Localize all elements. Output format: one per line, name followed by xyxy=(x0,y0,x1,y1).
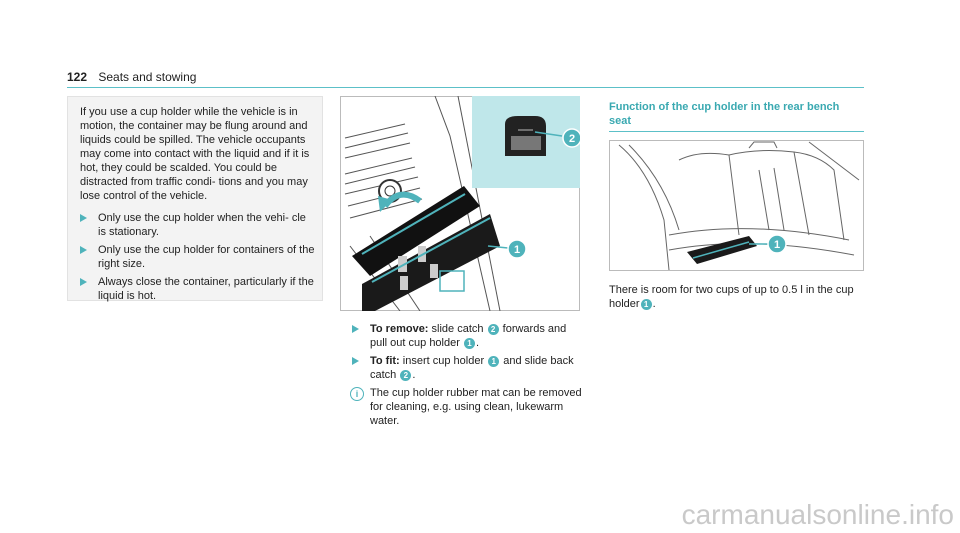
rear-seat-illustration: 1 xyxy=(609,140,864,271)
watermark: carmanualsonline.info xyxy=(681,499,954,530)
arrow-icon xyxy=(80,214,87,222)
arrow-icon xyxy=(80,278,87,286)
callout-1-badge: 1 xyxy=(640,299,652,310)
warning-box: If you use a cup holder while the vehicl… xyxy=(67,96,323,303)
info-icon: i xyxy=(350,387,364,401)
fit-step: To fit: insert cup holder 1 and slide ba… xyxy=(352,354,582,382)
rear-section-divider xyxy=(609,131,864,132)
note: i The cup holder rubber mat can be remov… xyxy=(350,386,587,428)
warning-text: If you use a cup holder while the vehicl… xyxy=(80,106,310,202)
rear-section-title: Function of the cup holder in the rear b… xyxy=(609,101,840,127)
warning-bullet: Always close the container, particularly… xyxy=(80,275,316,303)
callout-1-badge: 1 xyxy=(463,338,475,349)
rear-section-text: There is room for two cups of up to 0.5 … xyxy=(609,284,854,310)
arrow-icon xyxy=(352,325,359,333)
svg-text:2: 2 xyxy=(569,133,575,145)
warning-bullet: Only use the cup holder for containers o… xyxy=(80,243,316,271)
center-console-illustration: 2 1 xyxy=(340,96,580,311)
remove-step: To remove: slide catch 2 forwards and pu… xyxy=(352,322,582,350)
warning-bullet: Only use the cup holder when the vehi- c… xyxy=(80,211,316,239)
callout-2-badge: 2 xyxy=(400,370,412,381)
page-header: 122 Seats and stowing xyxy=(67,70,196,84)
arrow-icon xyxy=(352,357,359,365)
header-divider xyxy=(67,87,864,88)
callout-1-badge: 1 xyxy=(488,356,500,367)
callout-2-badge: 2 xyxy=(487,324,499,335)
section-title: Seats and stowing xyxy=(98,70,197,84)
svg-text:1: 1 xyxy=(774,239,780,251)
svg-text:1: 1 xyxy=(514,244,520,256)
arrow-icon xyxy=(80,246,87,254)
page-number: 122 xyxy=(67,70,88,84)
